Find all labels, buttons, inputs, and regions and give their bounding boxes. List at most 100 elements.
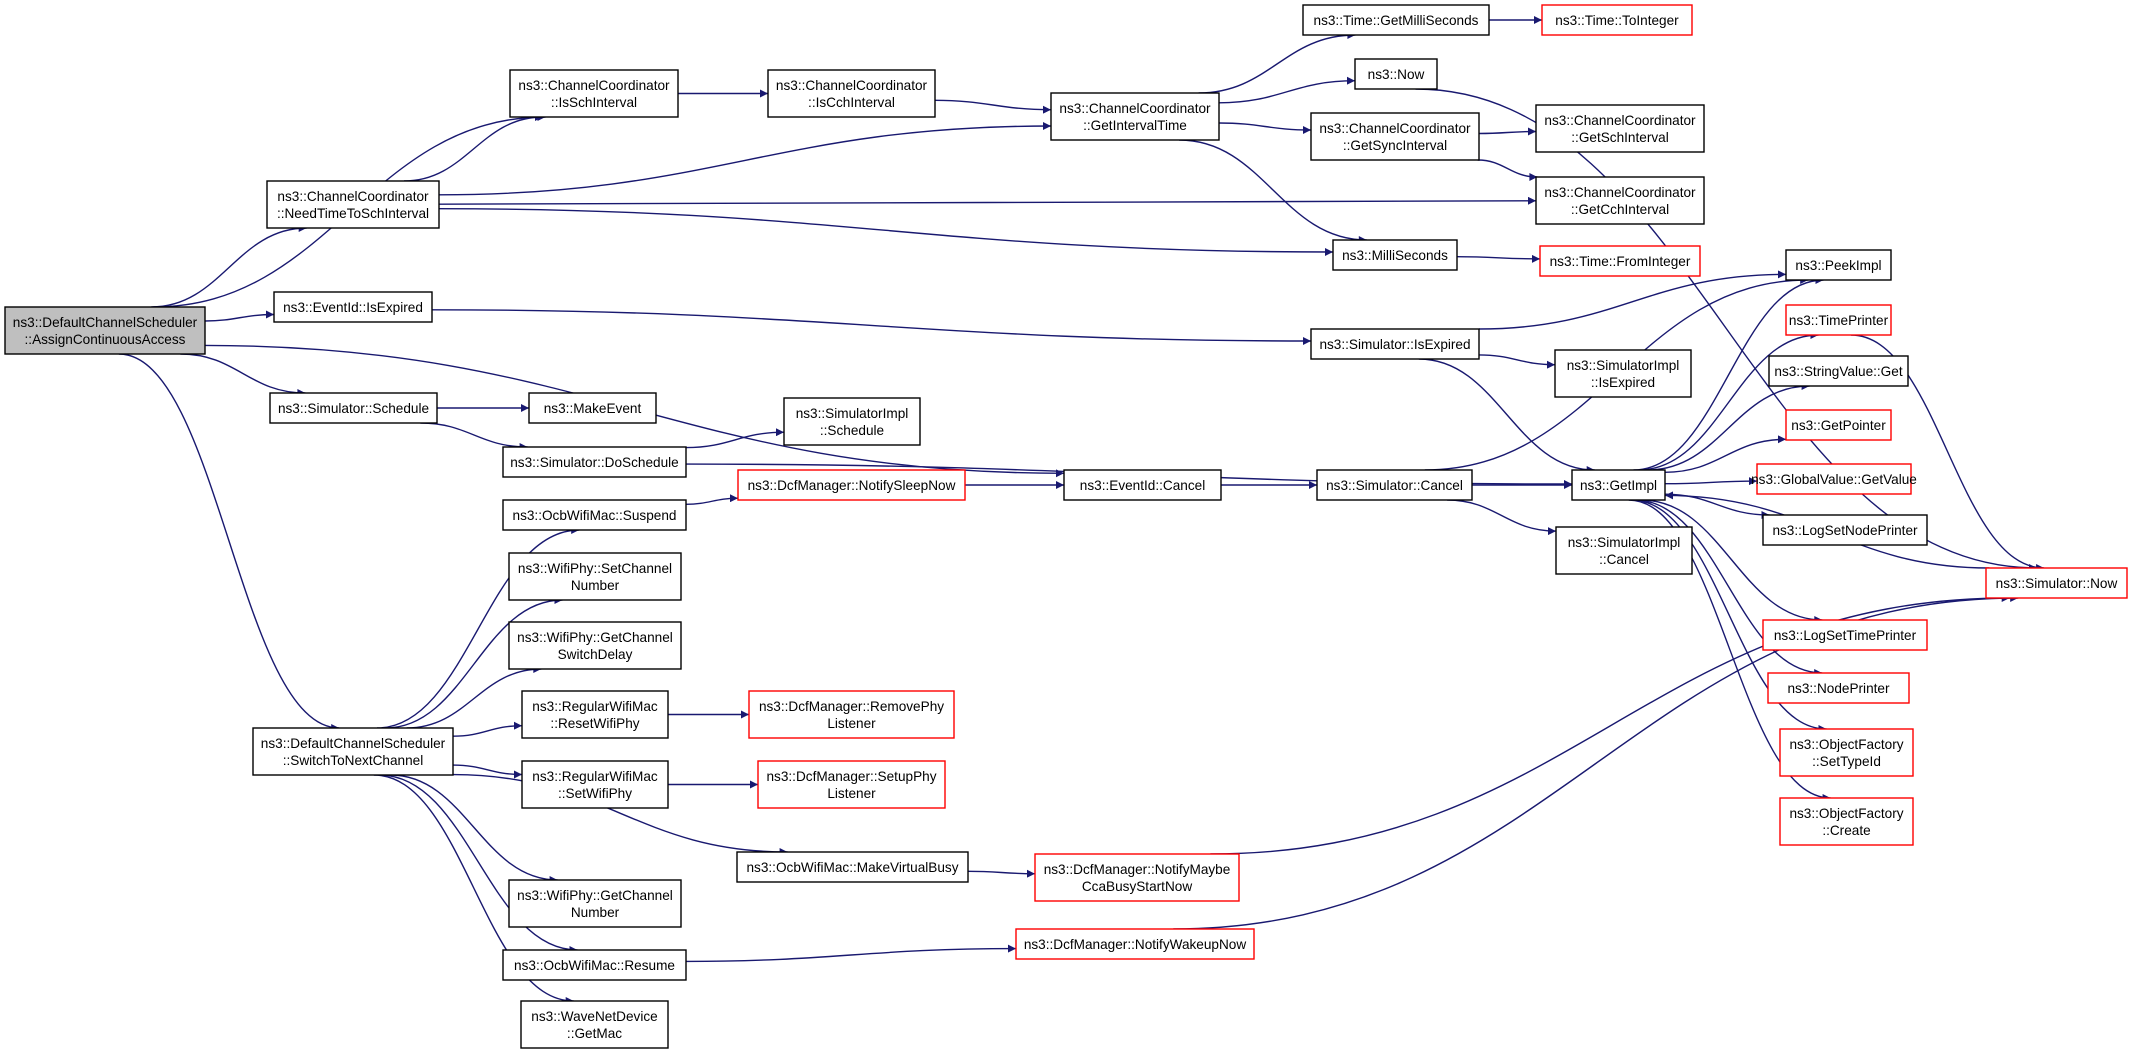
node-label: ns3::DcfManager::SetupPhy — [766, 769, 936, 784]
graph-node-sim-dosched[interactable]: ns3::Simulator::DoSchedule — [502, 446, 687, 478]
node-box — [757, 760, 946, 809]
graph-node-cc-iscch[interactable]: ns3::ChannelCoordinator::IsCchInterval — [767, 69, 936, 118]
graph-node-ocb-suspend[interactable]: ns3::OcbWifiMac::Suspend — [502, 499, 687, 531]
graph-node-of-create[interactable]: ns3::ObjectFactory::Create — [1779, 797, 1914, 846]
graph-node-gv-getvalue[interactable]: ns3::GlobalValue::GetValue — [1751, 463, 1917, 495]
graph-node-ocb-resume[interactable]: ns3::OcbWifiMac::Resume — [502, 949, 687, 981]
edge-sim-dosched-to-simimpl-sched — [685, 428, 785, 449]
edge-getimpl-to-timeprinter — [1638, 331, 1819, 471]
graph-node-eid-isexp[interactable]: ns3::EventId::IsExpired — [273, 291, 433, 323]
graph-node-cc-getsch[interactable]: ns3::ChannelCoordinator::GetSchInterval — [1535, 104, 1705, 153]
node-label: ns3::SimulatorImpl — [1568, 535, 1681, 550]
graph-node-peekimpl[interactable]: ns3::PeekImpl — [1785, 249, 1892, 281]
graph-node-makeevent[interactable]: ns3::MakeEvent — [528, 392, 657, 424]
node-box — [1535, 176, 1705, 225]
node-label: CcaBusyStartNow — [1082, 879, 1192, 894]
graph-node-dcs-switch[interactable]: ns3::DefaultChannelScheduler::SwitchToNe… — [252, 727, 454, 776]
graph-node-time-getms[interactable]: ns3::Time::GetMilliSeconds — [1302, 4, 1490, 36]
graph-node-getimpl[interactable]: ns3::GetImpl — [1571, 469, 1666, 501]
graph-node-root[interactable]: ns3::DefaultChannelScheduler::AssignCont… — [4, 306, 206, 355]
graph-node-dcf-notifysleep[interactable]: ns3::DcfManager::NotifySleepNow — [737, 469, 966, 501]
graph-node-now[interactable]: ns3::Now — [1354, 58, 1438, 90]
graph-node-wnd-getmac[interactable]: ns3::WaveNetDevice::GetMac — [520, 1000, 669, 1049]
node-label: ns3::Time::FromInteger — [1550, 254, 1691, 269]
graph-node-eid-cancel[interactable]: ns3::EventId::Cancel — [1063, 469, 1222, 501]
node-label: ::SwitchToNextChannel — [283, 753, 424, 768]
graph-node-sim-now[interactable]: ns3::Simulator::Now — [1985, 567, 2128, 599]
graph-node-simimpl-sched[interactable]: ns3::SimulatorImpl::Schedule — [783, 397, 921, 446]
node-box — [1985, 567, 2128, 599]
node-label: ns3::MakeEvent — [544, 401, 642, 416]
edge-sim-cancel-to-simimpl-cancel — [1447, 499, 1557, 536]
edge-getimpl-to-of-settypeid — [1631, 499, 1827, 733]
node-label: ns3::LogSetTimePrinter — [1774, 628, 1917, 643]
node-label: ::Cancel — [1599, 552, 1649, 567]
graph-node-time-toint[interactable]: ns3::Time::ToInteger — [1541, 4, 1693, 36]
node-box — [508, 552, 682, 601]
graph-node-sim-schedule[interactable]: ns3::Simulator::Schedule — [269, 392, 438, 424]
edge-getimpl-to-lognodeprinter — [1664, 493, 1770, 519]
node-box — [4, 306, 206, 355]
edge-cc-getsync-to-cc-getsch — [1478, 127, 1537, 136]
edge-sim-isexp-to-peekimpl — [1478, 270, 1787, 330]
node-box — [1063, 469, 1222, 501]
graph-node-cc-getsync[interactable]: ns3::ChannelCoordinator::GetSyncInterval — [1310, 112, 1480, 161]
node-box — [1554, 349, 1692, 398]
node-box — [273, 291, 433, 323]
graph-node-simimpl-isexp[interactable]: ns3::SimulatorImpl::IsExpired — [1554, 349, 1692, 398]
graph-node-simimpl-cancel[interactable]: ns3::SimulatorImpl::Cancel — [1555, 526, 1693, 575]
graph-node-dcf-notifycca[interactable]: ns3::DcfManager::NotifyMaybeCcaBusyStart… — [1034, 853, 1240, 902]
node-box — [521, 760, 669, 809]
graph-node-rwm-set[interactable]: ns3::RegularWifiMac::SetWifiPhy — [521, 760, 669, 809]
graph-node-timeprinter[interactable]: ns3::TimePrinter — [1785, 304, 1892, 336]
graph-node-logtimeprinter[interactable]: ns3::LogSetTimePrinter — [1762, 619, 1928, 651]
graph-node-of-settypeid[interactable]: ns3::ObjectFactory::SetTypeId — [1779, 728, 1914, 777]
node-label: ns3::DefaultChannelScheduler — [261, 736, 446, 751]
edge-millis-to-time-fromint — [1456, 254, 1541, 263]
graph-node-ocb-makebusy[interactable]: ns3::OcbWifiMac::MakeVirtualBusy — [736, 851, 969, 883]
graph-node-getpointer[interactable]: ns3::GetPointer — [1785, 409, 1892, 441]
node-label: ns3::ChannelCoordinator — [1319, 121, 1471, 136]
node-label: ns3::NodePrinter — [1787, 681, 1889, 696]
node-box — [509, 69, 679, 118]
edge-dcs-switch-to-rwm-reset — [452, 721, 523, 737]
node-label: Number — [571, 905, 620, 920]
node-label: ns3::WifiPhy::GetChannel — [517, 630, 673, 645]
graph-node-millis[interactable]: ns3::MilliSeconds — [1332, 239, 1458, 271]
node-box — [1316, 469, 1473, 501]
graph-node-rwm-reset[interactable]: ns3::RegularWifiMac::ResetWifiPhy — [521, 690, 669, 739]
graph-node-cc-getint[interactable]: ns3::ChannelCoordinator::GetIntervalTime — [1050, 92, 1220, 141]
node-box — [502, 949, 687, 981]
edge-cc-iscch-to-cc-getint — [934, 99, 1052, 114]
edge-cc-getsync-to-cc-getcch — [1477, 159, 1538, 181]
edge-dcf-notifycca-to-sim-now — [1210, 594, 2010, 855]
edge-ocb-makebusy-to-dcf-notifycca — [967, 869, 1036, 878]
graph-node-lognodeprinter[interactable]: ns3::LogSetNodePrinter — [1762, 514, 1928, 546]
edge-cc-needtime-to-cc-getcch — [438, 196, 1537, 205]
graph-node-sim-isexp[interactable]: ns3::Simulator::IsExpired — [1310, 328, 1480, 360]
edge-dcs-switch-to-ocb-resume — [379, 774, 578, 954]
graph-node-nodeprinter[interactable]: ns3::NodePrinter — [1767, 672, 1910, 704]
node-label: ns3::Now — [1368, 67, 1425, 82]
graph-node-cc-needtime[interactable]: ns3::ChannelCoordinator::NeedTimeToSchIn… — [266, 180, 440, 229]
edge-root-to-dcs-switch — [118, 353, 340, 732]
edge-sim-isexp-to-simimpl-isexp — [1478, 354, 1556, 369]
edge-ocb-suspend-to-dcf-notifysleep — [685, 494, 739, 505]
graph-node-sim-cancel[interactable]: ns3::Simulator::Cancel — [1316, 469, 1473, 501]
node-label: ns3::LogSetNodePrinter — [1772, 523, 1918, 538]
graph-node-cc-getcch[interactable]: ns3::ChannelCoordinator::GetCchInterval — [1535, 176, 1705, 225]
graph-node-time-fromint[interactable]: ns3::Time::FromInteger — [1539, 245, 1701, 277]
node-label: ns3::Simulator::Now — [1996, 576, 2118, 591]
graph-node-strval-get[interactable]: ns3::StringValue::Get — [1768, 355, 1909, 387]
graph-node-cc-issch[interactable]: ns3::ChannelCoordinator::IsSchInterval — [509, 69, 679, 118]
node-label: ::IsCchInterval — [808, 95, 895, 110]
node-label: ::GetSchInterval — [1571, 130, 1668, 145]
node-box — [736, 851, 969, 883]
node-label: ns3::GetPointer — [1791, 418, 1886, 433]
graph-node-dcf-notifywake[interactable]: ns3::DcfManager::NotifyWakeupNow — [1015, 928, 1255, 960]
